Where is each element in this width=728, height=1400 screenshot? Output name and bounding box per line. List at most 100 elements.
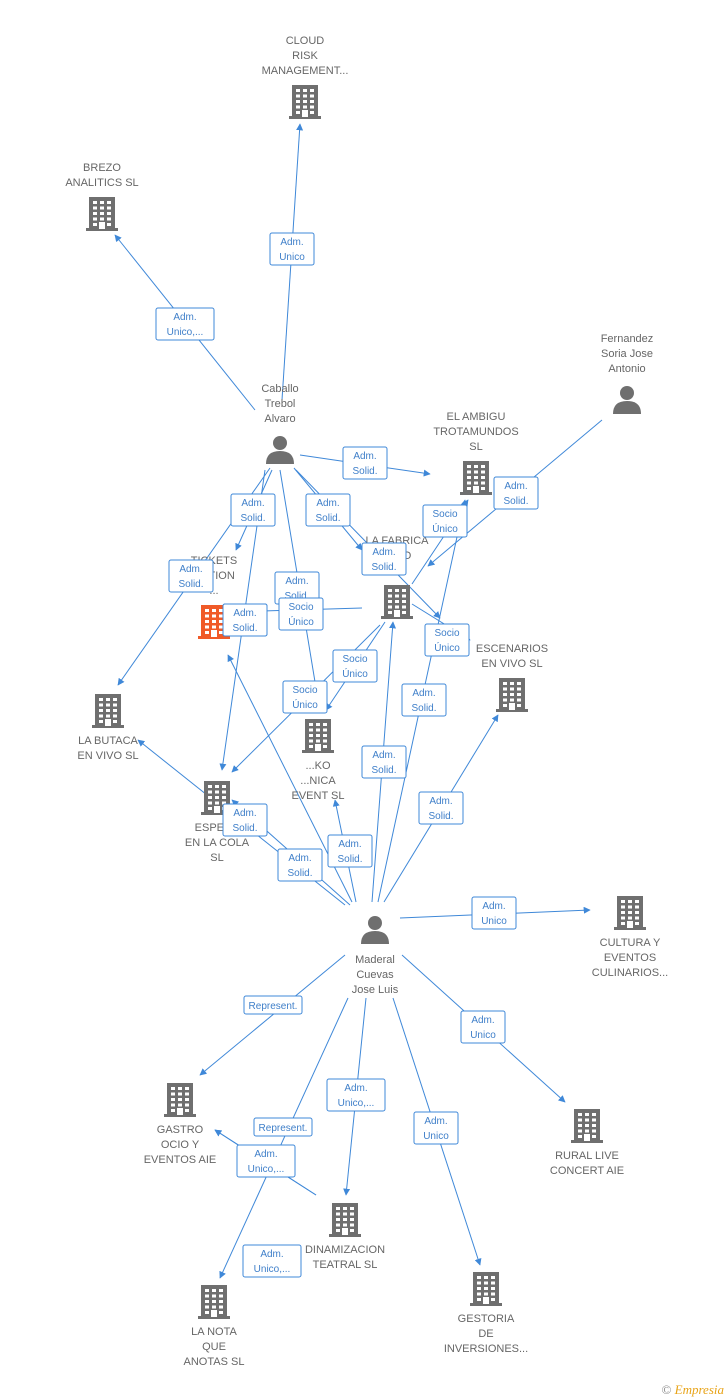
edge-label[interactable]: Adm.Solid.	[305, 493, 351, 527]
node-cloud[interactable]: CLOUDRISKMANAGEMENT...	[262, 35, 349, 119]
edge-label-text: Socio	[292, 685, 317, 696]
edge-label-text: Solid.	[284, 591, 309, 602]
edge-label[interactable]: Adm.Unico,...	[155, 307, 215, 341]
edge-label[interactable]: Adm.Solid.	[361, 542, 407, 576]
edge-label-text: Adm.	[482, 901, 505, 912]
node-label: Caballo	[261, 383, 298, 395]
edge-label[interactable]: Adm.Solid.	[418, 791, 464, 825]
node-label: GESTORIA	[458, 1313, 515, 1325]
edge-label[interactable]: Adm.Solid.	[342, 446, 388, 480]
edge-label-text: Solid.	[287, 868, 312, 879]
edge-label[interactable]: Adm.Solid.	[493, 476, 539, 510]
building-icon	[302, 719, 334, 753]
edge-label-text: Adm.	[173, 312, 196, 323]
edge-label-text: Unico	[279, 252, 305, 263]
edge-label[interactable]: Adm.Unico	[269, 232, 315, 266]
edge-label-text: Solid.	[232, 623, 257, 634]
node-label: QUE	[202, 1341, 226, 1353]
edge-label-text: Adm.	[372, 750, 395, 761]
node-label: Jose Luis	[352, 984, 399, 996]
edge-label[interactable]: Adm. Solid.	[277, 848, 323, 882]
node-label: Cuevas	[356, 969, 394, 981]
edge-label-text: Solid.	[240, 513, 265, 524]
edge-label[interactable]: Adm.Solid.	[222, 803, 268, 837]
node-label: Alvaro	[264, 413, 295, 425]
node-label: ANOTAS SL	[184, 1356, 245, 1368]
edge-label[interactable]: Adm.Solid.	[401, 683, 447, 717]
edge-label[interactable]: Adm.Unico	[413, 1111, 459, 1145]
edge-label[interactable]: Adm.Solid.	[327, 834, 373, 868]
edge-maderal-gastro	[199, 954, 346, 1076]
footer-brand[interactable]: © Empresia	[662, 1382, 725, 1398]
edge-label-text: Solid.	[315, 513, 340, 524]
node-label: EVENT SL	[292, 790, 345, 802]
building-icon	[614, 896, 646, 930]
node-label: CONCERT AIE	[550, 1165, 624, 1177]
edge-label[interactable]: Adm.Unico,...	[326, 1078, 386, 1112]
brand-name: Empresia	[674, 1382, 724, 1397]
node-label: Maderal	[355, 954, 395, 966]
building-icon	[381, 585, 413, 619]
node-label: ...NICA	[300, 775, 336, 787]
edge-label-text: Solid.	[428, 811, 453, 822]
edge-label[interactable]: Adm.Solid.	[361, 745, 407, 779]
edge-label[interactable]: Adm.Unico	[471, 896, 517, 930]
node-label: EN VIVO SL	[481, 658, 542, 670]
node-label: EN LA COLA	[185, 837, 250, 849]
building-icon	[496, 678, 528, 712]
edge-label-text: Adm.	[471, 1015, 494, 1026]
node-rural[interactable]: RURAL LIVE CONCERT AIE	[550, 1109, 624, 1177]
node-label: SL	[210, 852, 223, 864]
node-cultura[interactable]: CULTURA YEVENTOSCULINARIOS...	[592, 896, 668, 979]
edge-label-text: Adm.	[260, 1249, 283, 1260]
edge-label-text: Adm.	[344, 1083, 367, 1094]
edge-label-text: Socio	[288, 602, 313, 613]
edge-label-text: Adm.	[233, 608, 256, 619]
edge-label[interactable]: Adm.Unico	[460, 1010, 506, 1044]
edge-label[interactable]: Adm.Solid.	[274, 571, 320, 605]
edge-label-text: Adm.	[338, 839, 361, 850]
node-label: Antonio	[608, 363, 645, 375]
edge-label-text: Solid.	[503, 496, 528, 507]
edge-label[interactable]: Adm.Solid.	[168, 559, 214, 593]
edge-label[interactable]: Adm.Unico,...	[242, 1244, 302, 1278]
edge-label[interactable]: Adm. Solid.	[222, 603, 268, 637]
node-gestoria[interactable]: GESTORIADEINVERSIONES...	[444, 1272, 528, 1355]
edge-label[interactable]: Represent.	[253, 1117, 313, 1137]
node-label: CULINARIOS...	[592, 967, 668, 979]
node-label: DE	[478, 1328, 493, 1340]
edge-label-text: Único	[292, 698, 318, 711]
node-label: DINAMIZACION	[305, 1244, 385, 1256]
node-label: Trebol	[265, 398, 296, 410]
node-label: ...	[209, 585, 218, 597]
edge-label[interactable]: Represent.	[243, 995, 303, 1015]
person-icon	[361, 916, 389, 944]
node-label: ANALITICS SL	[65, 177, 138, 189]
edge-label[interactable]: Adm.Unico,...	[236, 1144, 296, 1178]
node-label: GASTRO	[157, 1124, 204, 1136]
building-icon	[470, 1272, 502, 1306]
edge-label[interactable]: Adm.Solid.	[230, 493, 276, 527]
person-icon	[613, 386, 641, 414]
node-label: RURAL LIVE	[555, 1150, 619, 1162]
edge-label-text: Adm.	[288, 853, 311, 864]
building-icon	[198, 1285, 230, 1319]
